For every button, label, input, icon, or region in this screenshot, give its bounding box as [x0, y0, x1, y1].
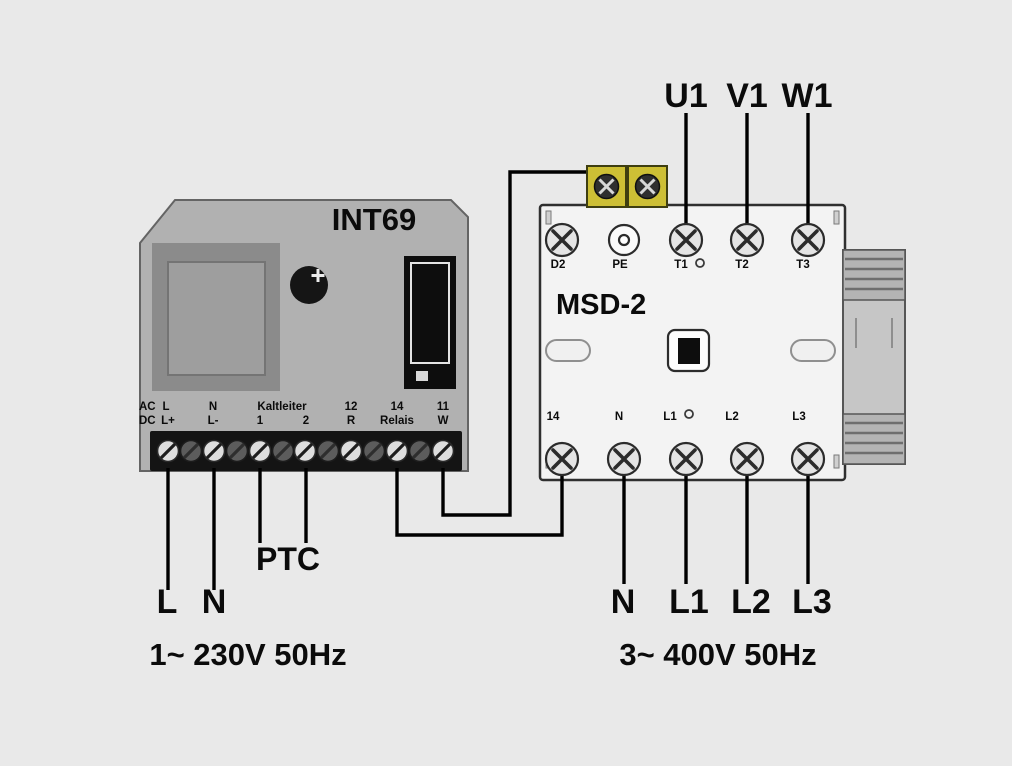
int69-screw-relais [384, 438, 410, 464]
int69-label-n: N [208, 401, 218, 413]
cable-terminal-blocks [586, 165, 668, 208]
cable-block-screw [593, 173, 620, 200]
supply-label-right: 3~ 400V 50Hz [619, 637, 817, 672]
int69-device [139, 199, 469, 472]
int69-title: INT69 [331, 202, 417, 237]
msd2-screw-d2 [544, 222, 580, 258]
msd2-side-slot-left [545, 339, 591, 362]
msd2-label-t2: T2 [735, 259, 749, 271]
msd2-corner-slot [833, 210, 840, 225]
phase-label-w1: W1 [781, 77, 833, 115]
msd2-corner-slot [545, 210, 552, 225]
msd2-screw-l1 [668, 441, 704, 477]
int69-screw-ptc2 [292, 438, 318, 464]
ptc-label: PTC [256, 541, 320, 577]
int69-screw-l [155, 438, 181, 464]
int69-screw [270, 438, 296, 464]
msd2-screw-l3 [790, 441, 826, 477]
msd2-label-l3: L3 [792, 411, 806, 423]
int69-relay-block [404, 256, 456, 389]
msd2-screw-t3 [790, 222, 826, 258]
msd2-label-l2: L2 [725, 411, 739, 423]
phase-label-v1: V1 [726, 77, 768, 115]
int69-label-14: 14 [390, 401, 404, 413]
msd2-screw-n [606, 441, 642, 477]
int69-label-kaltleiter: Kaltleiter [257, 401, 307, 413]
int69-screw [361, 438, 387, 464]
int69-screw-n [201, 438, 227, 464]
msd2-label-14: 14 [546, 411, 560, 423]
msd2-label-d2: D2 [550, 259, 566, 271]
int69-label-dc: DC [139, 415, 156, 427]
phase-label-l3: L3 [792, 583, 832, 621]
msd2-title: MSD-2 [556, 289, 647, 321]
int69-label-12: 12 [344, 401, 358, 413]
int69-label-lplus: L+ [161, 415, 175, 427]
int69-label-11: 11 [436, 401, 450, 413]
wires [166, 113, 810, 590]
int69-label-relais: Relais [380, 415, 414, 427]
aux-connector-block [842, 249, 906, 465]
supply-label-left: 1~ 230V 50Hz [149, 637, 347, 672]
int69-screw-ptc1 [247, 438, 273, 464]
int69-screw [407, 438, 433, 464]
msd2-indicator-l1 [684, 409, 694, 419]
msd2-screw-14 [544, 441, 580, 477]
msd2-screw-t2 [729, 222, 765, 258]
msd2-side-slot-right [790, 339, 836, 362]
line-label-n: N [201, 583, 227, 621]
msd2-corner-slot [833, 454, 840, 469]
msd2-label-pe: PE [612, 259, 628, 271]
msd2-terminal-screws [544, 222, 826, 477]
msd2-indicator-t1 [695, 258, 705, 268]
cable-block-screw [634, 173, 661, 200]
msd2-label-n: N [614, 411, 624, 423]
int69-display-inner [167, 261, 266, 376]
int69-label-ac: AC [139, 401, 156, 413]
int69-screw [178, 438, 204, 464]
int69-label-l: L [162, 401, 170, 413]
phase-label-u1: U1 [664, 77, 708, 115]
msd2-label-t3: T3 [796, 259, 810, 271]
msd2-label-l1: L1 [663, 411, 677, 423]
int69-label-r: R [346, 415, 356, 427]
msd2-label-t1: T1 [674, 259, 688, 271]
line-label-l: L [156, 583, 178, 621]
int69-label-k1: 1 [256, 415, 264, 427]
wire-relais-to-14 [395, 468, 564, 537]
int69-label-lminus: L- [207, 415, 219, 427]
wire-w-to-block [441, 170, 589, 517]
int69-screw-w [430, 438, 456, 464]
int69-label-k2: 2 [302, 415, 310, 427]
phase-label-l2: L2 [731, 583, 771, 621]
phase-label-l1: L1 [669, 583, 709, 621]
int69-label-w: W [437, 415, 449, 427]
msd2-screw-l2 [729, 441, 765, 477]
int69-screw [315, 438, 341, 464]
int69-screw-r [338, 438, 364, 464]
msd2-center-switch [666, 328, 711, 373]
msd2-screw-t1 [668, 222, 704, 258]
kriwan-logo-icon [290, 266, 328, 304]
int69-screw [224, 438, 250, 464]
phase-label-n: N [610, 583, 636, 621]
msd2-screw-pe [607, 223, 641, 257]
msd2-device [538, 203, 847, 482]
